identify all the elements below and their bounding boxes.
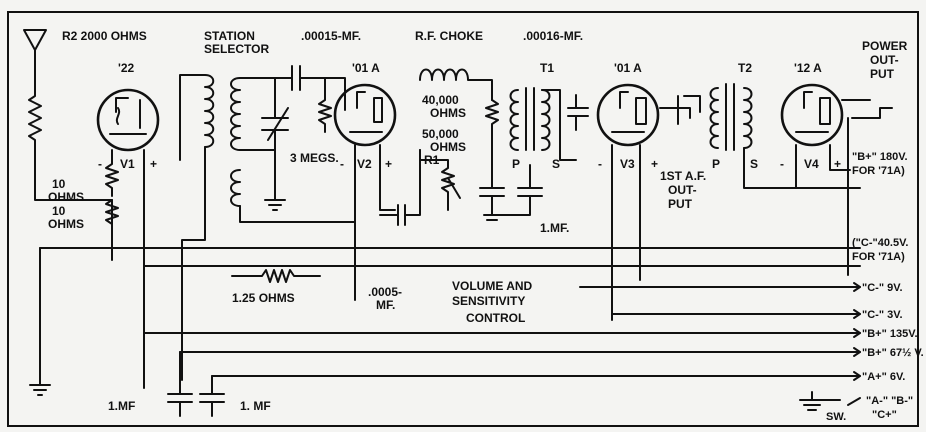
v2-minus: - — [340, 157, 344, 171]
first-af-line2: OUT- — [668, 183, 697, 197]
v1-type-label: '22 — [118, 61, 135, 75]
tube-v2 — [333, 83, 397, 147]
supply-terminal-arrows — [853, 282, 861, 381]
filament-resistor-b — [105, 199, 119, 241]
tube-v3 — [596, 83, 660, 147]
volume-line3: CONTROL — [466, 311, 525, 325]
res-10b-line1: 10 — [52, 204, 66, 218]
grid-capacitor-00015 — [274, 65, 332, 133]
terminal-c9: "C-" 9V. — [862, 282, 903, 294]
v3-type-label: '01 A — [614, 61, 642, 75]
rf-choke — [419, 68, 493, 101]
b180-line1: "B+" 180V. — [852, 151, 908, 163]
cap-0005-line2: MF. — [376, 298, 395, 312]
cap-1mf-right-label: 1. MF — [240, 399, 271, 413]
v1-plus: + — [150, 157, 157, 171]
v2-id-label: V2 — [357, 157, 372, 171]
power-output-line1: POWER — [862, 39, 908, 53]
v4-id-label: V4 — [804, 157, 819, 171]
antenna-symbol — [23, 29, 47, 71]
v2-plus: + — [385, 157, 392, 171]
terminal-b67: "B+" 67½ V. — [862, 347, 924, 359]
rf-choke-label: R.F. CHOKE — [415, 29, 483, 43]
t1-label: T1 — [540, 61, 554, 75]
volume-line1: VOLUME AND — [452, 279, 533, 293]
res-50000-line2: OHMS — [430, 140, 466, 154]
v3-minus: - — [598, 157, 602, 171]
bypass-capacitor-left — [167, 351, 193, 417]
station-selector-line2: SELECTOR — [204, 42, 269, 56]
v4-type-label: '12 A — [794, 61, 822, 75]
rf-transformer-coil-1 — [179, 74, 215, 381]
transformer-t1 — [509, 87, 551, 151]
v1-minus: - — [98, 157, 102, 171]
volume-potentiometer-r1 — [419, 149, 461, 211]
bypass-capacitor-right — [199, 375, 225, 417]
r2-resistor — [28, 69, 113, 201]
cap-1mf-mid-label: 1.MF. — [540, 221, 569, 235]
c405-line2: FOR '71A) — [852, 251, 905, 263]
cap-00016-label: .00016-MF. — [523, 29, 583, 43]
t1-secondary-label: S — [552, 157, 560, 171]
terminal-c3: "C-" 3V. — [862, 309, 903, 321]
first-af-output-jack — [659, 95, 701, 125]
t2-secondary-label: S — [750, 157, 758, 171]
ground-terminal-ab: "A-" "B-" — [866, 395, 913, 407]
res-10a-line2: OHMS — [48, 190, 84, 204]
v2-type-label: '01 A — [352, 61, 380, 75]
r1-label: R1 — [424, 153, 440, 167]
switch-label: SW. — [826, 411, 846, 423]
megs-label: 3 MEGS. — [290, 151, 339, 165]
capacitor-0005 — [379, 149, 421, 226]
supply-bus-lines — [39, 247, 861, 386]
cap-1mf-left-label: 1.MF — [108, 399, 135, 413]
tube-v1 — [96, 88, 160, 152]
power-output-line2: OUT- — [870, 53, 899, 67]
terminal-a6: "A+" 6V. — [862, 371, 905, 383]
first-af-line3: PUT — [668, 197, 693, 211]
v3-plus: + — [651, 157, 658, 171]
c405-line1: ("C-"40.5V. — [852, 237, 909, 249]
filament-resistor-a — [105, 149, 119, 197]
v4-minus: - — [780, 157, 784, 171]
res-125-label: 1.25 OHMS — [232, 291, 295, 305]
res-40000-line2: OHMS — [430, 106, 466, 120]
power-output-line3: PUT — [870, 67, 895, 81]
first-af-line1: 1ST A.F. — [660, 169, 706, 183]
res-10b-line2: OHMS — [48, 217, 84, 231]
tube-v4 — [780, 83, 844, 147]
ground-terminal-c: "C+" — [872, 409, 897, 421]
terminal-b135: "B+" 135V. — [862, 328, 918, 340]
cap-0005-line1: .0005- — [368, 285, 402, 299]
v3-id-label: V3 — [620, 157, 635, 171]
r2-label: R2 2000 OHMS — [62, 29, 147, 43]
volume-line2: SENSITIVITY — [452, 294, 525, 308]
b180-line2: FOR '71A) — [852, 165, 905, 177]
res-50000-line1: 50,000 — [422, 127, 459, 141]
t1-primary-label: P — [512, 157, 520, 171]
v4-plus: + — [834, 157, 841, 171]
ground-symbol — [29, 384, 51, 396]
res-40000-line1: 40,000 — [422, 93, 459, 107]
transformer-t2 — [709, 83, 753, 151]
t2-label: T2 — [738, 61, 752, 75]
station-selector-line1: STATION — [204, 29, 255, 43]
diagram-border — [7, 11, 919, 427]
res-10a-line1: 10 — [52, 177, 66, 191]
v1-id-label: V1 — [120, 157, 135, 171]
t2-primary-label: P — [712, 157, 720, 171]
cap-00015-label: .00015-MF. — [301, 29, 361, 43]
power-output-jack — [841, 99, 893, 119]
